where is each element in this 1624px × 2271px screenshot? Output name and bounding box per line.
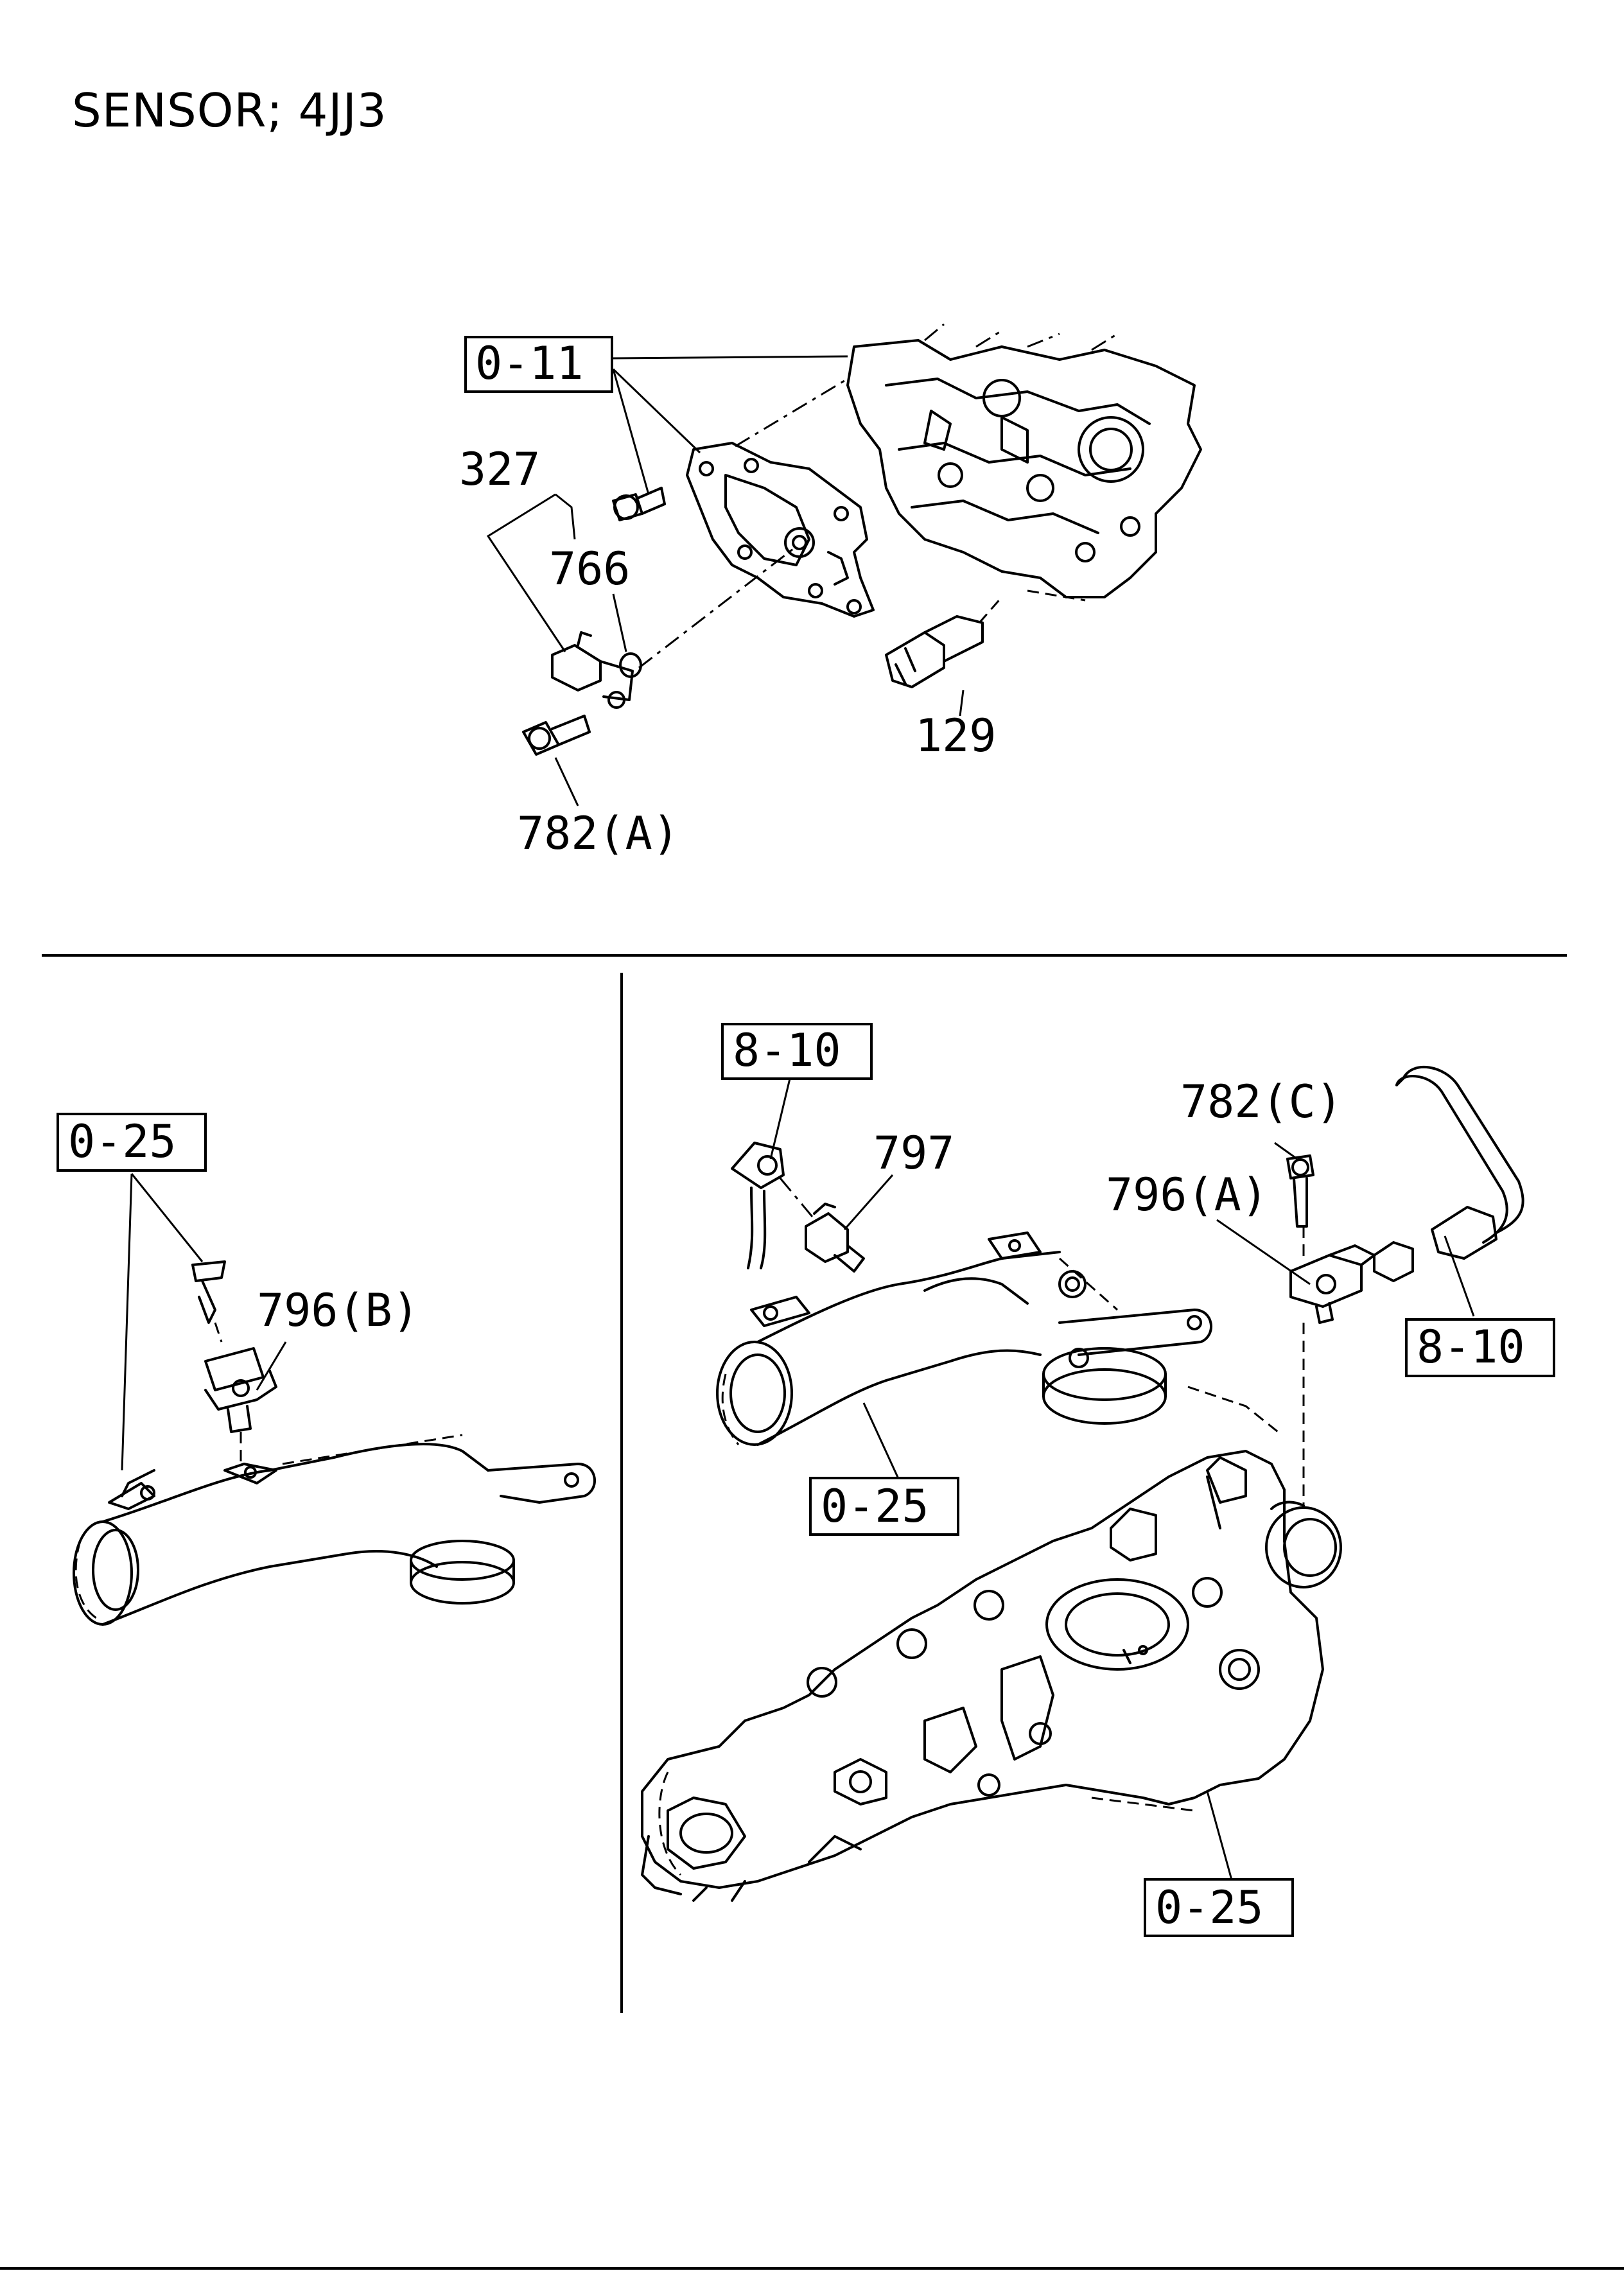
callout-796a: 796(A) [1106,1169,1268,1221]
ref-box-0-25-left-label: 0-25 [68,1115,177,1168]
bolt-upper-drawing [612,487,666,521]
callout-327: 327 [459,443,540,496]
ref-box-0-11 [464,336,613,393]
intake-pipe-right-drawing [716,1231,1212,1446]
water-pipe-left-drawing [73,1434,596,1626]
boost-sensor-797-drawing [779,1178,865,1273]
sensor-bracket-drawing [686,442,875,618]
ref-box-0-11-label: 0-11 [475,337,584,390]
callout-797: 797 [873,1127,954,1179]
pressure-sensor-b-drawing [204,1347,277,1464]
cam-sensor-drawing [551,631,634,709]
ref-box-0-25-manifold-label: 0-25 [1155,1881,1264,1934]
callout-782c: 782(C) [1180,1075,1343,1128]
bottom-left-assembly: 0-25 796(B) [57,1113,596,1626]
bottom-right-assembly: 8-10 797 782(C) 796(A) 8-10 0-25 0-25 [641,1023,1555,1937]
harness-right-drawing [1373,1066,1524,1282]
o-ring-drawing [619,652,642,678]
bottom-left-leaders [121,1173,287,1471]
temp-sensor-drawing [885,596,1003,688]
top-assembly: 0-11 327 766 129 782(A) [459,323,1202,860]
engine-block-drawing [846,323,1202,602]
callout-129: 129 [915,709,996,762]
screw-left-drawing [191,1260,226,1343]
bolt-782a-drawing [522,715,591,756]
bolt-782c-drawing [1286,1154,1314,1228]
intake-manifold-drawing [641,1386,1342,1902]
page-title: SENSOR; 4JJ3 [72,83,387,137]
ref-box-0-25-pipe-label: 0-25 [821,1480,929,1533]
callout-782a: 782(A) [517,807,679,860]
ref-box-8-10-left [721,1023,873,1080]
ref-box-8-10-left-label: 8-10 [733,1024,841,1077]
harness-left-drawing [731,1142,785,1269]
ref-box-8-10-right-label: 8-10 [1417,1321,1525,1373]
top-leader-lines [486,355,965,806]
ref-box-8-10-right [1405,1318,1555,1377]
callout-766: 766 [549,543,630,595]
ref-box-0-25-pipe [809,1477,959,1536]
bottom-right-leaders [769,1078,1475,1885]
callout-796b: 796(B) [257,1284,419,1337]
ref-box-0-25-manifold [1144,1878,1294,1937]
pressure-sensor-a-drawing [1289,1226,1375,1509]
ref-box-0-25-left [57,1113,207,1172]
